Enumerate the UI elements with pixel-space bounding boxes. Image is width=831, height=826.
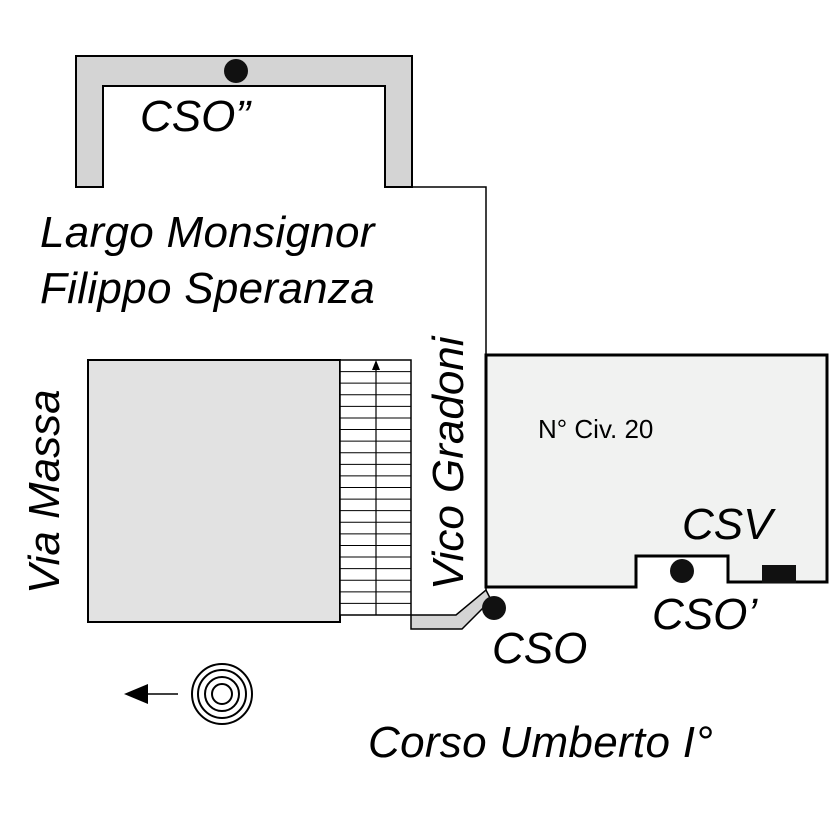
stair-arrowhead (372, 360, 380, 370)
cso-point (482, 596, 506, 620)
cso-top-label: CSO” (140, 92, 250, 141)
grey-block (87, 359, 341, 623)
via-massa-label: Via Massa (20, 389, 69, 594)
staircase (339, 359, 412, 616)
csv-marker (762, 565, 796, 583)
building-civ-20 (484, 353, 829, 589)
arch-structure (75, 55, 413, 188)
cso-prime-point (670, 559, 694, 583)
largo-label-line2: Filippo Speranza (40, 264, 375, 313)
largo-label-line1: Largo Monsignor (40, 208, 375, 257)
csv-label: CSV (682, 500, 773, 549)
walkway (410, 588, 492, 630)
cso-label: CSO (492, 624, 588, 673)
cso-prime-label: CSO’ (652, 590, 758, 639)
corso-label: Corso Umberto I° (368, 718, 714, 767)
vico-gradoni-label: Vico Gradoni (424, 336, 473, 590)
arrow-left-icon (124, 684, 178, 704)
civic-number-label: N° Civ. 20 (538, 414, 654, 444)
cso-top-point (224, 59, 248, 83)
concentric-circles-icon (191, 663, 253, 725)
